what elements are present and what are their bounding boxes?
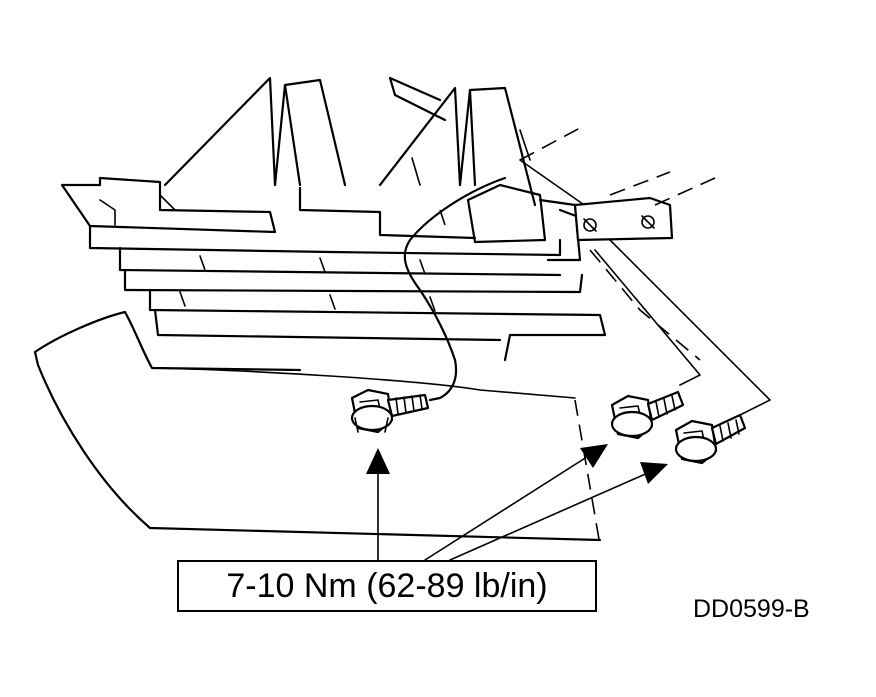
wire-harness [403,176,507,402]
torque-leader-arrows [366,444,668,561]
arrow-to-bolt-middle [580,444,608,468]
arrow-to-bolt-right [640,462,668,484]
bolt-right [674,413,747,465]
torque-spec-label: 7-10 Nm (62-89 lb/in) [177,560,597,612]
figure-code: DD0599-B [693,595,810,623]
grille-ribs [163,76,537,240]
grille-slats [60,176,607,362]
bolt-middle [610,390,685,440]
side-bracket [439,127,716,262]
bolt-guide-lines [589,239,771,416]
bolt-left [350,388,430,434]
valance-panel [33,310,602,546]
arrow-to-bolt-left [366,448,390,474]
